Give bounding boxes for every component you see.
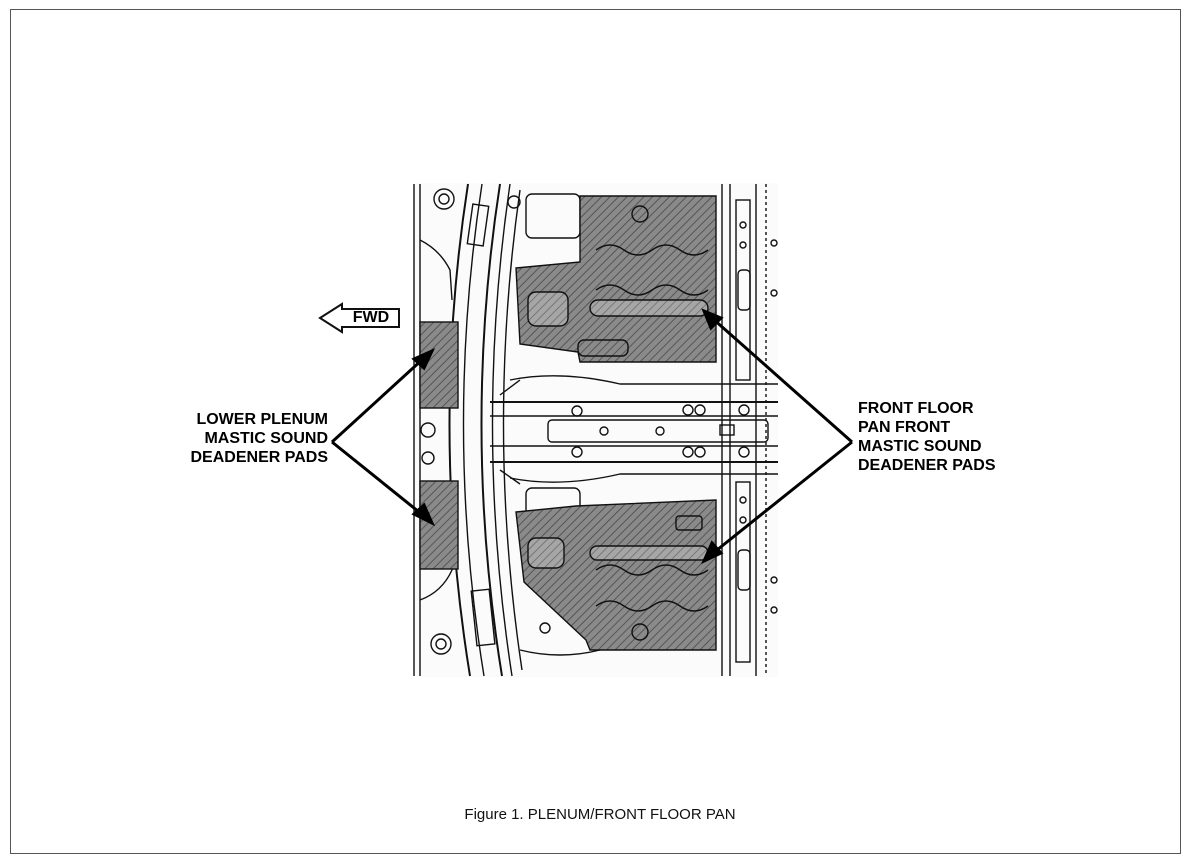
front-floor-pan-callout: FRONT FLOOR PAN FRONT MASTIC SOUND DEADE… xyxy=(858,400,996,474)
left-arrow-icon xyxy=(318,302,400,334)
front-floor-pan-pad-upper xyxy=(515,195,717,363)
fwd-label: FWD xyxy=(352,309,390,326)
figure-caption: Figure 1. PLENUM/FRONT FLOOR PAN xyxy=(464,806,736,823)
leader-lines xyxy=(330,308,853,565)
lower-plenum-pad-lower xyxy=(419,480,459,570)
front-floor-pan-pad-lower xyxy=(515,499,717,651)
lower-plenum-callout: LOWER PLENUM MASTIC SOUND DEADENER PADS xyxy=(190,411,329,466)
lower-plenum-pads xyxy=(419,321,459,570)
